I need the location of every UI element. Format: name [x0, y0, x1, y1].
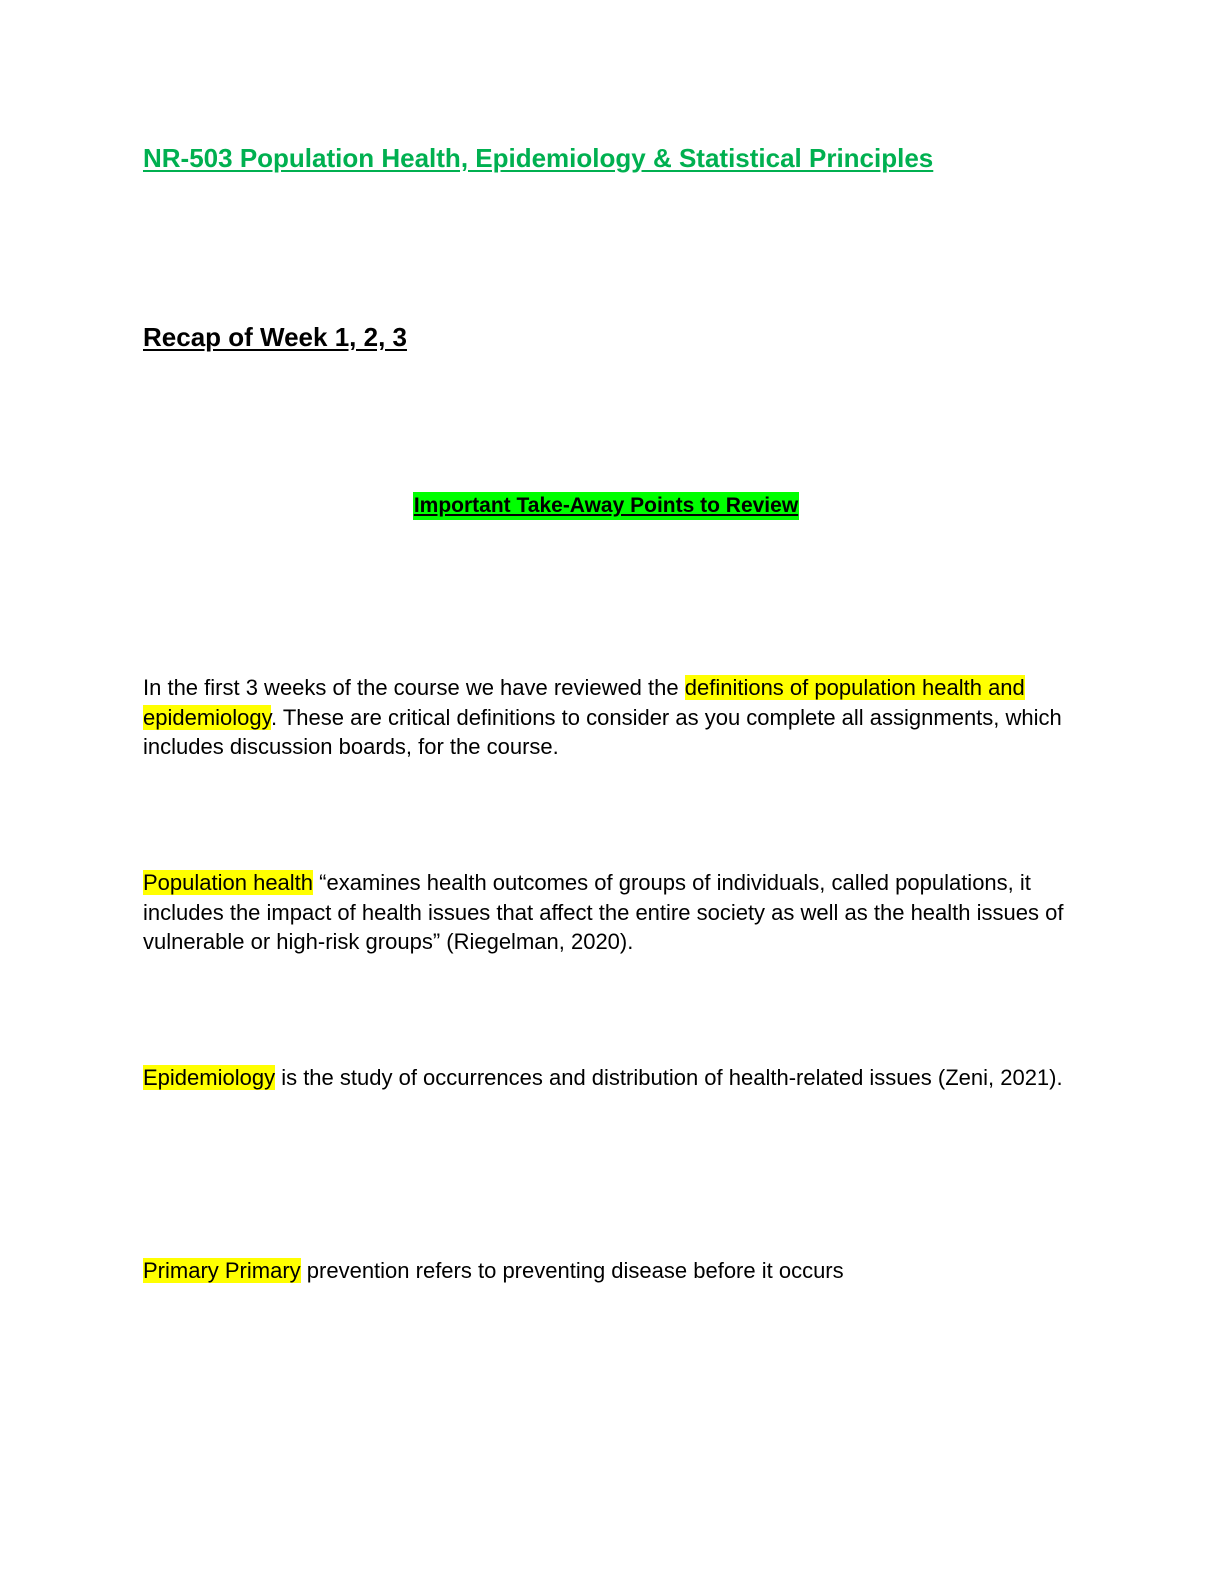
population-health-term: Population health [143, 870, 314, 895]
primary-prevention-term: Primary Primary [143, 1258, 301, 1283]
intro-text-after: . These are critical definitions to cons… [143, 704, 1062, 760]
takeaway-heading-container: Important Take-Away Points to Review [0, 492, 1212, 520]
population-health-paragraph: Population health “examines health outco… [143, 868, 1083, 957]
recap-heading: Recap of Week 1, 2, 3 [143, 322, 407, 352]
primary-prevention-paragraph: Primary Primary prevention refers to pre… [143, 1256, 1083, 1286]
epidemiology-paragraph: Epidemiology is the study of occurrences… [143, 1063, 1083, 1093]
primary-prevention-definition: prevention refers to preventing disease … [300, 1258, 844, 1283]
population-health-definition: “examines health outcomes of groups of i… [143, 870, 1064, 954]
intro-paragraph: In the first 3 weeks of the course we ha… [143, 673, 1083, 762]
epidemiology-term: Epidemiology [143, 1065, 276, 1090]
epidemiology-definition: is the study of occurrences and distribu… [275, 1065, 1063, 1090]
course-title: NR-503 Population Health, Epidemiology &… [143, 143, 934, 173]
takeaway-heading: Important Take-Away Points to Review [412, 492, 800, 520]
intro-text-before: In the first 3 weeks of the course we ha… [143, 675, 685, 700]
